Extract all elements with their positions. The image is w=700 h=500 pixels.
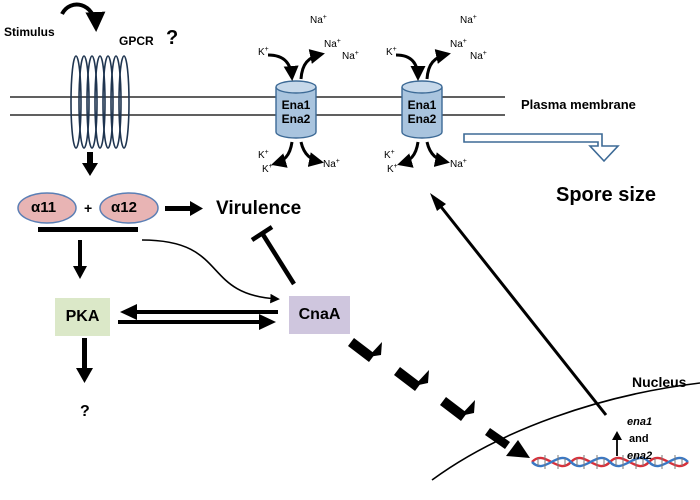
cnaa-inhibits-virulence [250, 225, 296, 286]
pka-down-arrow [76, 338, 93, 383]
channel1-cylinder [275, 80, 317, 139]
ion-k-label: K+ [386, 46, 397, 58]
alpha-to-virulence-arrow [165, 201, 203, 216]
ion-na-label: Na+ [324, 38, 341, 50]
ion-k-label: K+ [258, 46, 269, 58]
bar-to-pka-arrow [73, 240, 87, 279]
gene-up-arrow [612, 431, 622, 456]
spore-size-block-arrow [463, 133, 620, 163]
alpha12-label: α12 [111, 199, 137, 216]
alpha-complex-bar [38, 227, 138, 232]
channel1-line1: Ena1 [281, 98, 311, 112]
nucleus-label: Nucleus [632, 374, 687, 390]
channel2-line1: Ena1 [407, 98, 437, 112]
ion-na-label: Na+ [460, 14, 477, 26]
spore-size-label: Spore size [556, 184, 657, 206]
alpha11-label: α11 [31, 199, 57, 216]
plasma-membrane-label: Plasma membrane [521, 97, 636, 112]
channel2-cylinder [401, 80, 443, 139]
ion-na-label: Na+ [450, 158, 467, 170]
channel1-line2: Ena2 [281, 112, 311, 126]
gpcr-helix [70, 55, 130, 149]
ion-na-label: Na+ [310, 14, 327, 26]
nucleus-envelope [431, 382, 700, 481]
ion-k-label: K+ [258, 149, 269, 161]
pka-to-cnaa-arrow [118, 314, 276, 330]
ion-k-label: K+ [384, 149, 395, 161]
channel1-label: Ena1 Ena2 [276, 98, 316, 126]
channel2-line2: Ena2 [407, 112, 437, 126]
ion-na-label: Na+ [323, 158, 340, 170]
gene-and-label: and [629, 433, 649, 445]
channel2-label: Ena1 Ena2 [402, 98, 442, 126]
pka-label: PKA [65, 308, 100, 325]
bar-to-cnaa-curve [141, 239, 280, 304]
alpha11-ellipse [17, 192, 77, 224]
gpcr-down-arrow [82, 152, 98, 176]
gene-ena1-label: ena1 [627, 416, 653, 428]
cnaa-to-dna-dashed-arrow [348, 338, 530, 458]
channel2-ion-arrows [395, 49, 451, 168]
cnaa-to-pka-arrow [120, 304, 278, 320]
virulence-label: Virulence [216, 198, 302, 219]
ion-na-label: Na+ [470, 50, 487, 62]
pka-question-mark: ? [80, 403, 90, 420]
stimulus-arrow [60, 2, 106, 32]
plus-sign: + [84, 200, 93, 216]
gpcr-question-mark: ? [166, 27, 179, 49]
stimulus-label: Stimulus [4, 25, 55, 39]
dna-helix [531, 455, 689, 469]
nucleus-to-membrane-arrow [430, 193, 608, 416]
cnaa-box: CnaA [289, 296, 350, 334]
cnaa-label: CnaA [298, 306, 341, 323]
pka-box: PKA [55, 298, 110, 336]
channel1-ion-arrows [267, 49, 325, 168]
gpcr-label: GPCR [119, 34, 154, 48]
gene-ena2-label: ena2 [627, 450, 653, 462]
ion-na-label: Na+ [342, 50, 359, 62]
ion-na-label: Na+ [450, 38, 467, 50]
alpha12-ellipse [99, 192, 159, 224]
ion-k-label: K+ [262, 163, 273, 175]
ion-k-label: K+ [387, 163, 398, 175]
